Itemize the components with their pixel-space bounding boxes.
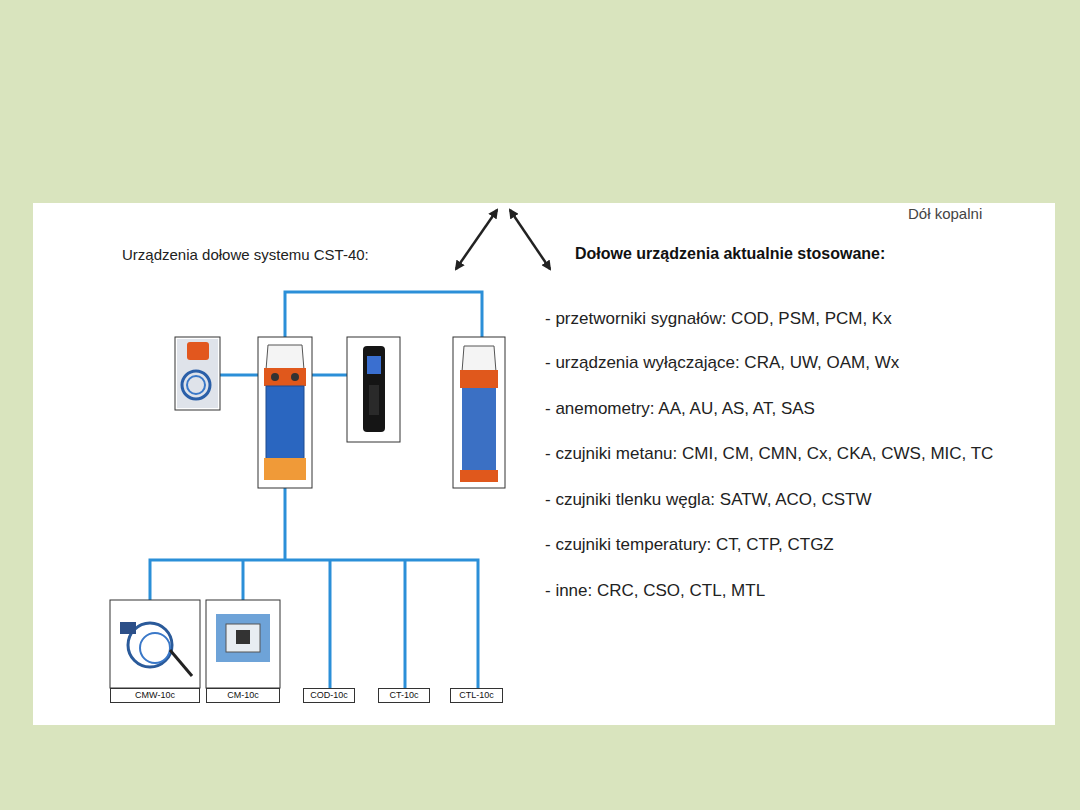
device-name: COD-10c bbox=[310, 691, 348, 700]
list-item: - urządzenia wyłączające: CRA, UW, OAM, … bbox=[545, 353, 899, 373]
list-item: - przetworniki sygnałów: COD, PSM, PCM, … bbox=[545, 309, 892, 329]
section-heading: Dołowe urządzenia aktualnie stosowane: bbox=[575, 244, 885, 263]
device-name: CTL-10c bbox=[459, 691, 494, 700]
device-label-box: CT-10c bbox=[378, 688, 430, 703]
device-label-box: CM-10c bbox=[206, 688, 280, 703]
device-name: CT-10c bbox=[389, 691, 418, 700]
list-item: - czujniki tlenku węgla: SATW, ACO, CSTW bbox=[545, 490, 872, 510]
device-name: CM-10c bbox=[227, 691, 259, 700]
device-label-box: COD-10c bbox=[303, 688, 355, 703]
list-item: - czujniki metanu: CMI, CM, CMN, Cx, CKA… bbox=[545, 444, 993, 464]
list-item: - inne: CRC, CSO, CTL, MTL bbox=[545, 581, 765, 601]
list-item: - czujniki temperatury: CT, CTP, CTGZ bbox=[545, 535, 834, 555]
device-name: CMW-10c bbox=[135, 691, 175, 700]
device-label-box: CMW-10c bbox=[110, 688, 200, 703]
location-label: Dół kopalni bbox=[908, 205, 982, 223]
device-label-box: CTL-10c bbox=[450, 688, 503, 703]
section-heading: Urządzenia dołowe systemu CST-40: bbox=[122, 246, 369, 264]
list-item: - anemometry: AA, AU, AS, AT, SAS bbox=[545, 399, 815, 419]
